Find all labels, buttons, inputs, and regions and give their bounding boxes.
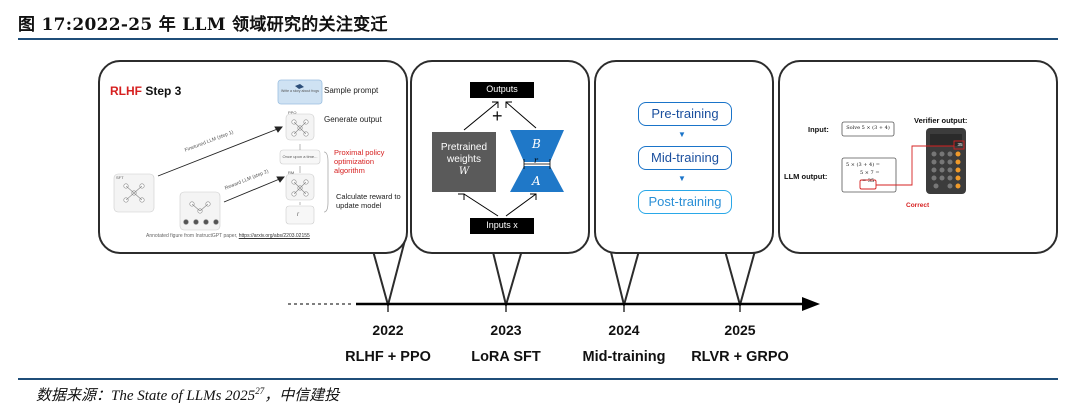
weights-symbol: W [458, 166, 470, 177]
label-lora-sft: LoRA SFT [471, 349, 541, 365]
arrow-down-icon: ▼ [678, 130, 686, 139]
rlhf-diagram [113, 79, 329, 231]
display-highlight [953, 140, 965, 150]
rlhf-footnote-link[interactable]: https://arxiv.org/abs/2203.02155 [238, 233, 310, 239]
rank-label: r [534, 156, 538, 165]
verification-connector [876, 145, 954, 186]
rlhf-title-red: RLHF [110, 84, 142, 98]
pretrained-line-2: weights [447, 154, 481, 165]
correct-label: Correct [906, 202, 930, 209]
llm-line-3: = 35 [862, 178, 875, 184]
lora-diagram [432, 82, 564, 234]
panel-lora: Outputs + Pretrained weights W B r A Inp… [410, 60, 590, 254]
prompt-box-text: Write a story about frogs [280, 89, 320, 93]
source-superscript: 27 [255, 386, 265, 396]
rlhf-footnote: Annotated figure from InstructGPT paper,… [146, 233, 376, 239]
outputs-label: Outputs [486, 84, 518, 94]
year-2025: 2025 [724, 322, 756, 338]
ppo-label: Proximal policy optimization algorithm [334, 148, 385, 175]
input-box [841, 121, 895, 137]
stage-post-training: Post-training [638, 190, 732, 214]
panel-rlhf: RLHF Step 3 [98, 60, 408, 254]
policy-network-icon [285, 113, 315, 141]
llm-output-label: LLM output: [784, 172, 828, 181]
panel-rlvr: Input: Solve 5 × (3 + 4) Verifier output… [778, 60, 1058, 254]
once-upon-text: Once upon a time... [282, 154, 318, 159]
outputs-box [470, 82, 534, 98]
source-text: 数据来源：The State of LLMs 2025 [36, 388, 256, 404]
input-label: Input: [808, 125, 829, 134]
rm-network-icon [179, 191, 221, 231]
lora-b-matrix [510, 130, 564, 162]
label-rlhf-ppo: RLHF + PPO [345, 349, 431, 365]
inputs-label: Inputs x [486, 220, 518, 230]
llm-output-box [841, 157, 897, 193]
calculate-reward-label: Calculate reward to update model [336, 192, 401, 210]
rlhf-footnote-text: Annotated figure from InstructGPT paper, [146, 233, 239, 239]
frog-icon [295, 84, 304, 89]
prompt-box [277, 79, 323, 105]
title-rule [18, 38, 1058, 40]
inputs-box [470, 218, 534, 234]
input-value: Solve 5 × (3 + 4) [846, 125, 890, 131]
pretrained-line-1: Pretrained [440, 142, 488, 153]
plus-sign: + [492, 106, 503, 126]
source-rule [18, 378, 1058, 380]
llm-output-text: 5 × (3 + 4) = 5 × 7 = = 35 [846, 161, 880, 185]
reward-network-icon [285, 173, 315, 201]
b-matrix-label: B [532, 137, 541, 151]
rlhf-title: RLHF Step 3 [110, 84, 181, 98]
lora-a-matrix [510, 166, 564, 192]
llm-line-1: 5 × (3 + 4) = [846, 162, 880, 168]
reward-symbol: r [297, 212, 299, 218]
llm-line-2: 5 × 7 = [860, 170, 880, 176]
pretrained-weights-box [432, 132, 496, 192]
year-2022: 2022 [372, 322, 404, 338]
label-rlvr-grpo: RLVR + GRPO [691, 349, 789, 365]
source-suffix: ，中信建投 [264, 388, 340, 404]
rm-node-label: RM [288, 170, 295, 175]
ppo-bracket [323, 151, 329, 213]
label-mid-training: Mid-training [582, 349, 666, 365]
panel-mid-training: Pre-training ▼ Mid-training ▼ Post-train… [594, 60, 774, 254]
calculator-display: 35 [957, 142, 963, 147]
rlhf-title-rest: Step 3 [142, 84, 182, 98]
year-2023: 2023 [490, 322, 522, 338]
answer-highlight [859, 179, 877, 190]
year-2024: 2024 [608, 322, 640, 338]
figure-source: 数据来源：The State of LLMs 202527，中信建投 [36, 384, 339, 405]
reward-value-box [285, 205, 315, 225]
stage-pre-training: Pre-training [638, 102, 732, 126]
sft-network-icon [113, 173, 155, 213]
pretrained-weights-label: Pretrained weights W [432, 142, 496, 178]
arrow-down-icon: ▼ [678, 174, 686, 183]
rlvr-diagram [841, 121, 966, 194]
figure-title: 图 17:2022-25 年 LLM 领域研究的关注变迁 [18, 15, 388, 35]
verifier-output-label: Verifier output: [914, 116, 968, 125]
stage-mid-training: Mid-training [638, 146, 732, 170]
ppo-node-label: PPO [288, 110, 297, 115]
timeline-arrowhead [802, 297, 820, 311]
generate-output-label: Generate output [324, 115, 382, 124]
sft-node-label: SFT [116, 175, 124, 180]
a-matrix-label: A [532, 174, 541, 188]
sample-prompt-label: Sample prompt [324, 86, 379, 95]
